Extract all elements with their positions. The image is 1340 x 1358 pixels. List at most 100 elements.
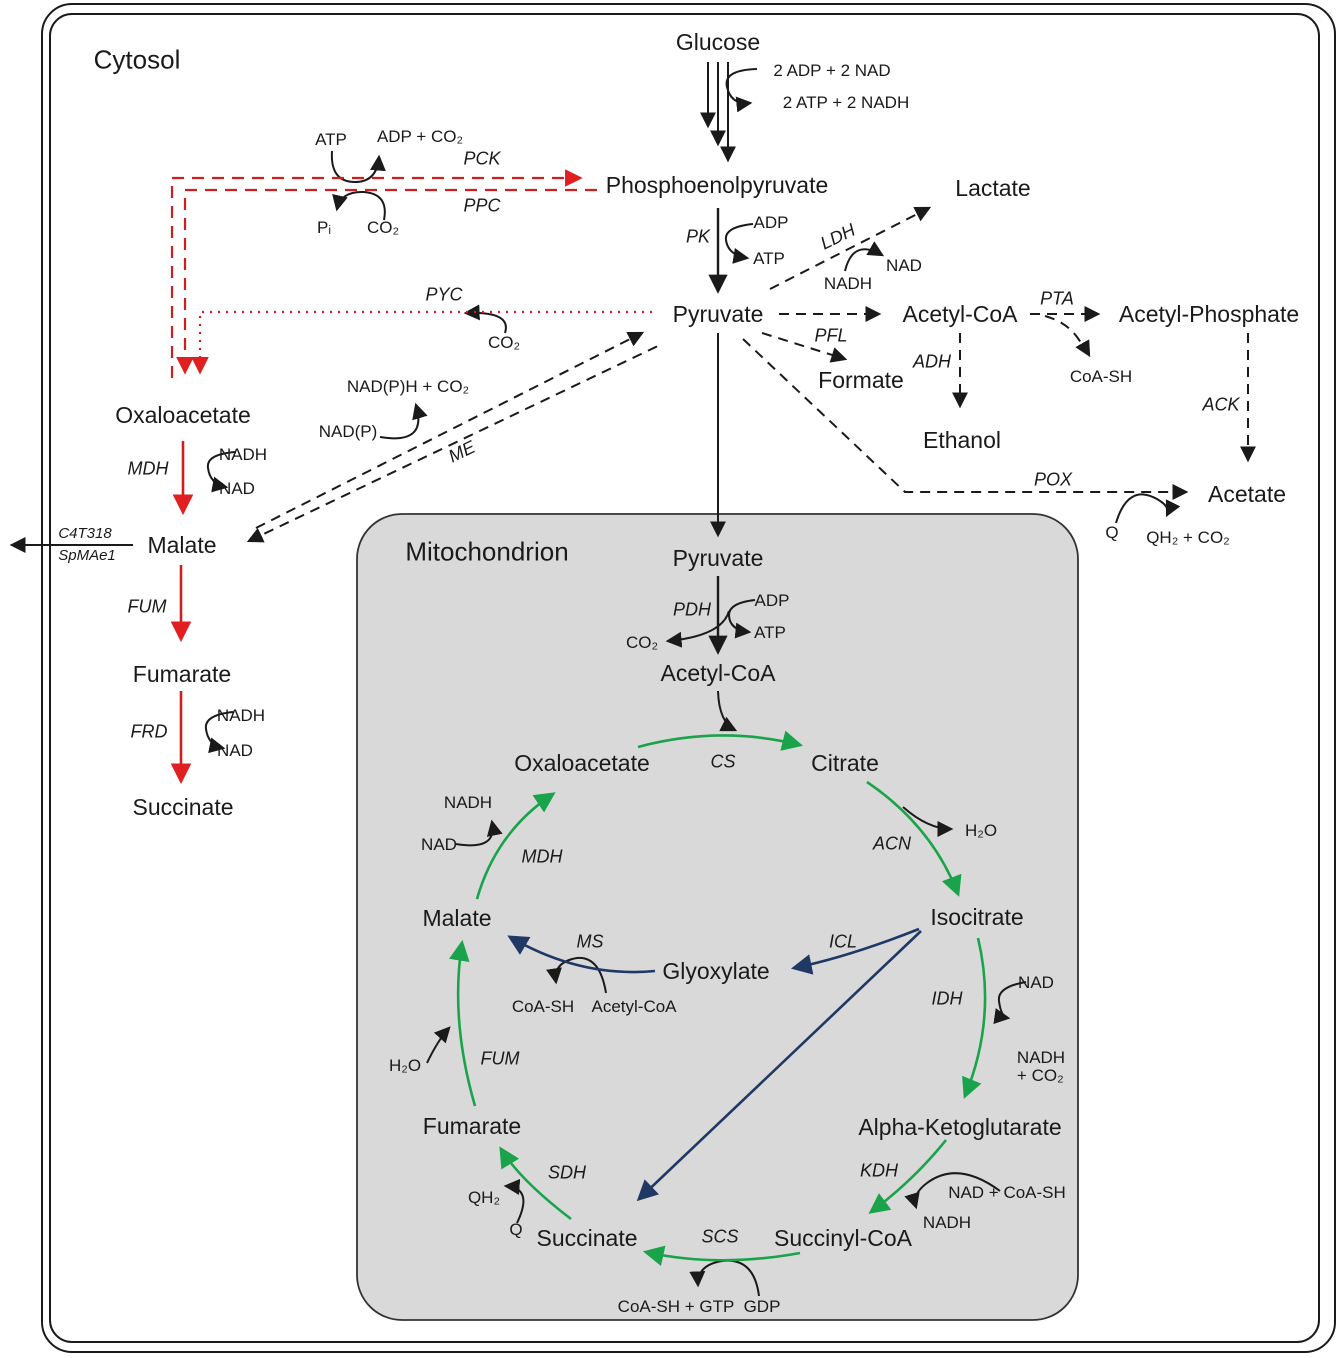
enzyme-ppc: PPC bbox=[463, 195, 501, 216]
metabolite-citrate: Citrate bbox=[811, 749, 879, 776]
arrow-cofactor-ms bbox=[546, 956, 607, 994]
cofactor-mdh-cyt-nadh: NADH bbox=[218, 445, 268, 465]
enzyme-acn: ACN bbox=[872, 833, 912, 854]
compartment-label-cytosol: Cytosol bbox=[93, 44, 181, 75]
arrow-cofactor-glycolysis bbox=[725, 68, 758, 113]
metabolite-acetate: Acetate bbox=[1208, 480, 1286, 507]
cofactor-pck-adp-co2: ADP + CO₂ bbox=[376, 127, 464, 147]
cofactor-glycolysis-in: 2 ADP + 2 NAD bbox=[773, 61, 891, 81]
metabolite-succinyl-coa: Succinyl-CoA bbox=[773, 1224, 913, 1251]
arrow-cofactor-pk bbox=[724, 223, 754, 264]
cofactor-scs-gdp: GDP bbox=[743, 1297, 781, 1317]
cofactor-ppc-co2: CO₂ bbox=[366, 218, 400, 238]
arrow-fum-fumarate-to-malate bbox=[449, 939, 477, 1107]
metabolite-oxaloacetate-mito: Oxaloacetate bbox=[514, 749, 650, 776]
cofactor-ms-coa-sh: CoA-SH bbox=[511, 997, 575, 1017]
enzyme-pox: POX bbox=[1033, 469, 1073, 490]
arrow-cofactor-sdh bbox=[503, 1178, 525, 1224]
arrow-cofactor-me bbox=[379, 402, 428, 440]
cofactor-kdh-nadh: NADH bbox=[922, 1213, 972, 1233]
cytosol-inner-border bbox=[49, 13, 1320, 1343]
metabolite-alpha-ketoglutarate: Alpha-Ketoglutarate bbox=[858, 1113, 1062, 1140]
metabolite-malate-mito: Malate bbox=[422, 904, 492, 931]
cofactor-mdh-mito-nadh: NADH bbox=[443, 793, 493, 813]
cofactor-kdh-nad-coa-sh: NAD + CoA-SH bbox=[948, 1183, 1066, 1203]
cofactor-pta-coa-sh: CoA-SH bbox=[1069, 367, 1133, 387]
arrow-cofactor-idh bbox=[993, 981, 1027, 1024]
enzyme-mdh-mito: MDH bbox=[521, 846, 563, 867]
arrow-me-malate-pyruvate bbox=[246, 331, 661, 543]
arrow-cofactor-mdh-mito bbox=[455, 819, 503, 847]
arrow-cofactor-frd bbox=[204, 711, 234, 754]
enzyme-pdh: PDH bbox=[672, 599, 712, 620]
metabolite-ethanol: Ethanol bbox=[922, 426, 1002, 453]
arrow-ms-glyoxylate-to-malate bbox=[507, 935, 656, 974]
enzyme-sdh: SDH bbox=[547, 1162, 587, 1183]
arrow-cofactor-ldh bbox=[844, 241, 885, 272]
enzyme-frd: FRD bbox=[130, 721, 168, 742]
metabolite-phosphoenolpyruvate: Phosphoenolpyruvate bbox=[605, 171, 829, 198]
enzyme-pfl: PFL bbox=[814, 325, 848, 346]
enzyme-fum-mito: FUM bbox=[480, 1048, 520, 1069]
cofactor-pk-atp: ATP bbox=[753, 249, 785, 269]
metabolite-acetyl-phosphate: Acetyl-Phosphate bbox=[1118, 300, 1300, 327]
cofactor-idh-nadh-co2: NADH + CO₂ bbox=[1016, 1048, 1066, 1085]
cofactor-ppc-pi: Pᵢ bbox=[316, 218, 332, 238]
arrow-mdh-malate-to-oaa bbox=[475, 792, 556, 900]
compartment-label-mitochondrion: Mitochondrion bbox=[405, 536, 569, 567]
enzyme-ms: MS bbox=[576, 931, 604, 952]
metabolite-isocitrate: Isocitrate bbox=[930, 903, 1024, 930]
arrow-cofactor-ppc bbox=[332, 190, 386, 221]
metabolite-glucose: Glucose bbox=[675, 28, 761, 55]
cofactor-pdh-atp: ATP bbox=[754, 623, 786, 643]
metabolite-lactate: Lactate bbox=[955, 174, 1031, 201]
arrow-icl-isocitrate-to-glyoxylate bbox=[790, 927, 920, 975]
arrow-cofactor-pdh-adp-atp bbox=[727, 599, 756, 639]
cofactor-acn-h2o: H₂O bbox=[964, 821, 998, 841]
cofactor-me-nadp: NAD(P) bbox=[318, 422, 378, 442]
arrow-cofactor-fum-h2o bbox=[426, 1026, 451, 1064]
metabolite-succinate-mito: Succinate bbox=[536, 1224, 638, 1251]
enzyme-mdh-cytosol: MDH bbox=[127, 458, 169, 479]
cofactor-idh-nad: NAD bbox=[1018, 973, 1054, 993]
cofactor-fum-h2o: H₂O bbox=[388, 1056, 422, 1076]
metabolite-acetyl-coa: Acetyl-CoA bbox=[902, 300, 1018, 327]
metabolite-acetyl-coa-mito: Acetyl-CoA bbox=[660, 659, 776, 686]
metabolite-oxaloacetate: Oxaloacetate bbox=[115, 401, 251, 428]
enzyme-adh: ADH bbox=[912, 351, 952, 372]
arrow-idh-isocitrate-to-akg bbox=[962, 937, 987, 1099]
arrow-acetylcoa-to-citrate-junction bbox=[717, 690, 738, 732]
cofactor-pdh-co2: CO₂ bbox=[625, 633, 659, 653]
cofactor-pox-q: Q bbox=[1105, 523, 1119, 543]
enzyme-cs: CS bbox=[710, 751, 736, 772]
arrow-cofactor-pox bbox=[1115, 493, 1181, 524]
metabolite-succinate: Succinate bbox=[132, 793, 234, 820]
arrow-glycolysis-glucose-to-pep bbox=[700, 62, 736, 163]
cofactor-pyc-co2: CO₂ bbox=[487, 333, 521, 353]
arrow-pck-oaa-to-pep bbox=[170, 169, 583, 378]
enzyme-icl: ICL bbox=[828, 931, 858, 952]
cofactor-sdh-q: Q bbox=[509, 1220, 523, 1240]
arrow-icl-isocitrate-to-succinate bbox=[636, 930, 922, 1202]
metabolite-pyruvate-mito: Pyruvate bbox=[672, 544, 764, 571]
arrow-ldh-pyruvate-to-lactate bbox=[769, 206, 932, 290]
arrow-pyc-pyruvate-to-oaa bbox=[191, 310, 652, 375]
arrow-cofactor-pck bbox=[330, 150, 386, 184]
cofactor-pdh-adp: ADP bbox=[754, 591, 790, 611]
transporter-c4t318: C4T318 bbox=[58, 525, 112, 543]
cofactor-ldh-nadh: NADH bbox=[823, 274, 873, 294]
arrow-ppc-pep-to-oaa bbox=[176, 188, 597, 375]
enzyme-pck: PCK bbox=[463, 148, 501, 169]
metabolite-pyruvate: Pyruvate bbox=[672, 300, 764, 327]
cofactor-me-nadph-co2: NAD(P)H + CO₂ bbox=[346, 377, 470, 397]
enzyme-ack: ACK bbox=[1202, 394, 1240, 415]
enzyme-scs: SCS bbox=[701, 1226, 739, 1247]
arrow-pox-pyruvate-to-acetate bbox=[742, 338, 1189, 500]
cofactor-ms-acetyl-coa: Acetyl-CoA bbox=[591, 997, 677, 1017]
transporter-spmae1: SpMAe1 bbox=[58, 547, 116, 565]
cofactor-sdh-qh2: QH₂ bbox=[467, 1188, 501, 1208]
arrow-cofactor-pyc bbox=[463, 304, 507, 334]
cofactor-mdh-cyt-nad: NAD bbox=[219, 479, 255, 499]
